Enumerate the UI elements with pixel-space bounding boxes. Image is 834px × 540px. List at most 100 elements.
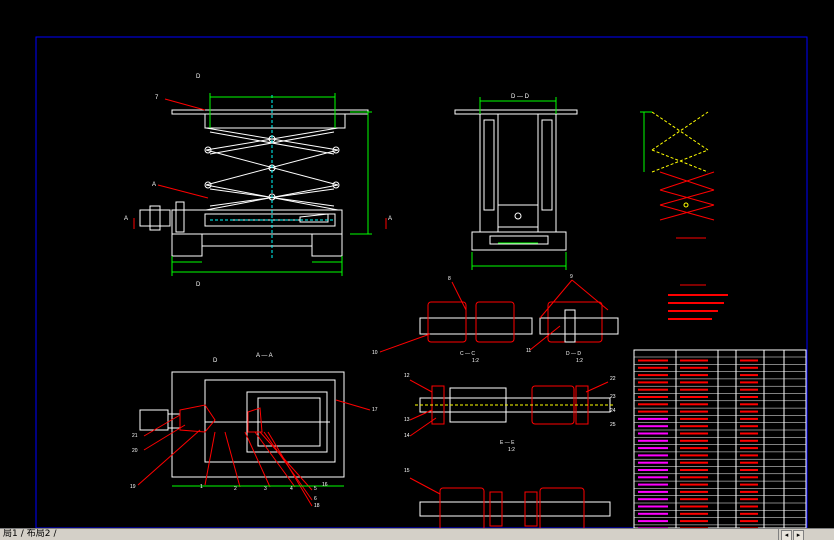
bom-cell-mark bbox=[740, 388, 758, 391]
callout-label: 1 bbox=[200, 484, 203, 490]
bom-cell-mark bbox=[638, 447, 668, 450]
bom-cell-mark bbox=[638, 498, 668, 501]
front-view-leaders bbox=[133, 98, 387, 229]
bom-cell-mark bbox=[740, 366, 758, 369]
section-cc-roller-right bbox=[475, 301, 515, 343]
callout-label: 16 bbox=[322, 482, 328, 488]
bom-cell-mark bbox=[680, 483, 708, 486]
bom-cell-mark bbox=[638, 520, 668, 523]
bom-cell-mark bbox=[680, 432, 708, 435]
callout-label: 19 bbox=[130, 484, 136, 490]
callout-label: 17 bbox=[372, 407, 378, 413]
arrow-left-icon[interactable]: ◂ bbox=[781, 530, 792, 540]
callout-7: 7 bbox=[155, 95, 159, 101]
callout-label: 24 bbox=[610, 408, 616, 414]
bom-cell-mark bbox=[638, 388, 668, 391]
callout-label: 15 bbox=[404, 468, 410, 474]
callout-label: 5 bbox=[314, 486, 317, 492]
callout-label: 25 bbox=[610, 422, 616, 428]
bom-cell-mark bbox=[638, 366, 668, 369]
bom-cell-mark bbox=[740, 381, 758, 384]
callout-label: 20 bbox=[132, 448, 138, 454]
technical-notes bbox=[668, 284, 728, 320]
callout-label: 9 bbox=[570, 274, 573, 280]
bom-cell-mark bbox=[638, 432, 668, 435]
bom-cell-mark bbox=[638, 381, 668, 384]
callout-label: 10 bbox=[372, 350, 378, 356]
bom-cell-mark bbox=[638, 396, 668, 398]
horizontal-scrollbar[interactable]: ◂ ▸ bbox=[778, 529, 834, 540]
callout-label: 3 bbox=[264, 486, 267, 492]
bom-cell-mark bbox=[740, 469, 758, 471]
section-dd-title: D — D bbox=[566, 351, 581, 357]
bom-cell-mark bbox=[680, 439, 708, 442]
drawing-canvas[interactable]: 7 A A A D D D — D bbox=[0, 0, 834, 528]
bom-cell-mark bbox=[740, 527, 758, 528]
bom-cell-mark bbox=[740, 439, 758, 442]
bom-cell-mark bbox=[680, 381, 708, 384]
callout-label: 21 bbox=[132, 433, 138, 439]
layout-tab-bar: 局1 / 布局2 / ◂ ▸ bbox=[0, 528, 834, 540]
callout-label: 18 bbox=[314, 503, 320, 509]
bom-cell-mark bbox=[740, 396, 758, 398]
section-ee-title: E — E bbox=[500, 440, 515, 446]
bom-cell-mark bbox=[638, 359, 668, 362]
bom-cell-mark bbox=[638, 527, 668, 528]
bom-cell-mark bbox=[638, 439, 668, 442]
section-mark-d-bottom: D bbox=[196, 282, 201, 288]
front-view bbox=[139, 109, 369, 257]
section-mark-a-right: A bbox=[388, 216, 392, 222]
bom-cell-mark bbox=[740, 410, 758, 413]
side-view-dims bbox=[471, 97, 567, 270]
section-mark-d-top: D bbox=[196, 74, 201, 80]
bom-cell-mark bbox=[638, 461, 668, 464]
section-cc-roller-left bbox=[427, 301, 467, 343]
callout-label: 22 bbox=[610, 376, 616, 382]
bom-cell-mark bbox=[638, 476, 668, 479]
tab-layout1[interactable]: 局1 bbox=[3, 529, 18, 539]
bom-table bbox=[633, 349, 807, 528]
section-ee-scale: 1:2 bbox=[508, 447, 515, 453]
bom-cell-mark bbox=[638, 483, 668, 486]
scissor-sketch bbox=[640, 111, 715, 239]
section-mark-a-left: A bbox=[124, 216, 128, 222]
bom-cell-mark bbox=[740, 454, 758, 457]
bom-cell-mark bbox=[638, 505, 668, 508]
callout-label: 2 bbox=[234, 486, 237, 492]
bom-cell-mark bbox=[680, 447, 708, 450]
callout-label: 12 bbox=[404, 373, 410, 379]
bom-cell-mark bbox=[638, 490, 668, 493]
bom-cell-mark bbox=[740, 505, 758, 508]
section-aa bbox=[139, 371, 345, 478]
front-view-dims bbox=[171, 93, 372, 276]
bom-cell-mark bbox=[680, 527, 708, 528]
tab-layout2[interactable]: 布局2 bbox=[26, 529, 51, 539]
bom-cell-mark bbox=[638, 512, 668, 515]
callout-label: 14 bbox=[404, 433, 410, 439]
bom-cell-mark bbox=[740, 498, 758, 501]
bom-cell-mark bbox=[680, 454, 708, 457]
bom-cell-mark bbox=[638, 410, 668, 413]
bom-cell-mark bbox=[680, 374, 708, 377]
bom-cell-mark bbox=[740, 432, 758, 435]
bom-cell-mark bbox=[680, 388, 708, 391]
bom-cell-mark bbox=[638, 454, 668, 457]
section-aa-d-mark: D bbox=[213, 358, 218, 364]
bom-cell-mark bbox=[680, 410, 708, 413]
callout-label: 23 bbox=[610, 394, 616, 400]
bom-cell-mark bbox=[680, 476, 708, 479]
bom-cell-mark bbox=[680, 396, 708, 398]
lower-shaft-view bbox=[419, 501, 611, 517]
section-cc-title: C — C bbox=[460, 351, 475, 357]
bom-cell-mark bbox=[740, 476, 758, 479]
callout-label: 11 bbox=[526, 348, 531, 354]
bom-cell-mark bbox=[638, 425, 668, 428]
bom-cell-mark bbox=[680, 469, 708, 471]
bom-cell-mark bbox=[680, 505, 708, 508]
arrow-right-icon[interactable]: ▸ bbox=[793, 530, 804, 540]
callout-label: 6 bbox=[314, 496, 317, 502]
bom-cell-mark bbox=[740, 447, 758, 450]
bom-rows bbox=[634, 356, 806, 528]
bom-cell-mark bbox=[638, 469, 668, 471]
section-aa-leaders bbox=[137, 399, 371, 507]
